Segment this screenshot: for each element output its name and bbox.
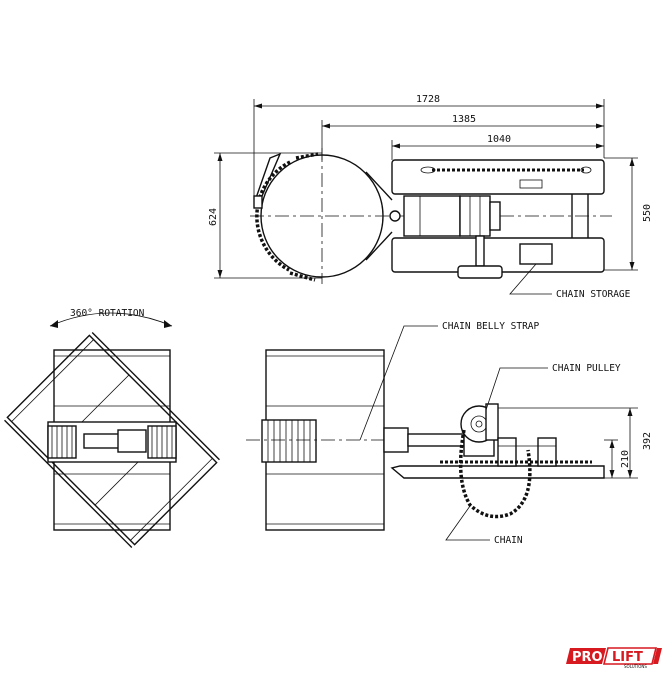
dimension-1385: 1385 <box>321 114 604 160</box>
logo-right-block <box>602 647 658 665</box>
dim-label-210: 210 <box>620 450 631 468</box>
logo-left-block <box>566 648 606 664</box>
label-chain-pulley: CHAIN PULLEY <box>552 363 621 374</box>
belly-strap-chain <box>261 419 317 463</box>
label-chain-storage: CHAIN STORAGE <box>556 289 631 300</box>
dimension-550: 550 <box>604 157 653 271</box>
chain-links-right <box>147 425 177 459</box>
hanging-chain <box>458 429 532 519</box>
dimension-392: 392 <box>498 407 653 479</box>
dim-label-1728: 1728 <box>416 94 440 105</box>
chain-belt-top <box>255 160 291 272</box>
logo-text-lift: LIFT <box>612 650 643 665</box>
dimension-210: 210 <box>604 439 631 478</box>
rotation-arc <box>49 312 173 327</box>
base-frame <box>390 465 605 479</box>
prolift-logo: PRO LIFT SOLUTIONS <box>566 647 662 669</box>
dim-label-1040: 1040 <box>487 134 511 145</box>
dimension-1040: 1040 <box>391 134 604 160</box>
dim-label-550: 550 <box>642 204 653 222</box>
leader-chain <box>445 505 490 541</box>
dimension-624: 624 <box>208 152 322 279</box>
chain-links-left <box>47 425 77 459</box>
dim-label-624: 624 <box>208 208 219 226</box>
frame-upper <box>391 159 605 195</box>
upright-left <box>497 437 517 467</box>
logo-text-pro: PRO <box>572 650 603 665</box>
pivot <box>389 210 401 222</box>
pulley-base <box>457 265 503 279</box>
label-rotation: 360° ROTATION <box>70 308 145 319</box>
logo-tagline: SOLUTIONS <box>624 664 647 669</box>
leader-chain-pulley <box>485 367 548 411</box>
leader-belly-strap <box>359 325 438 441</box>
rotation-view: 360° ROTATION <box>4 308 220 548</box>
upper-slot <box>519 179 543 189</box>
hub <box>459 195 491 237</box>
dim-label-1385: 1385 <box>452 114 476 125</box>
chain-storage-box <box>519 243 553 265</box>
support-arm <box>365 171 393 261</box>
label-chain-belly-strap: CHAIN BELLY STRAP <box>442 321 540 332</box>
gearbox <box>403 195 461 237</box>
drum-top-view <box>260 154 384 278</box>
dim-label-392: 392 <box>642 432 653 450</box>
pulley-stem <box>475 235 485 267</box>
shaft-coupling <box>383 427 409 453</box>
side-view: CHAIN BELLY STRAP CHAIN PULLEY CHAIN <box>246 321 653 546</box>
upright-right <box>537 437 557 467</box>
top-view: 1728 1385 1040 624 <box>208 94 653 300</box>
label-chain: CHAIN <box>494 535 523 546</box>
clamp-block <box>253 195 263 209</box>
shaft <box>407 433 465 447</box>
dimension-1728: 1728 <box>253 94 605 200</box>
